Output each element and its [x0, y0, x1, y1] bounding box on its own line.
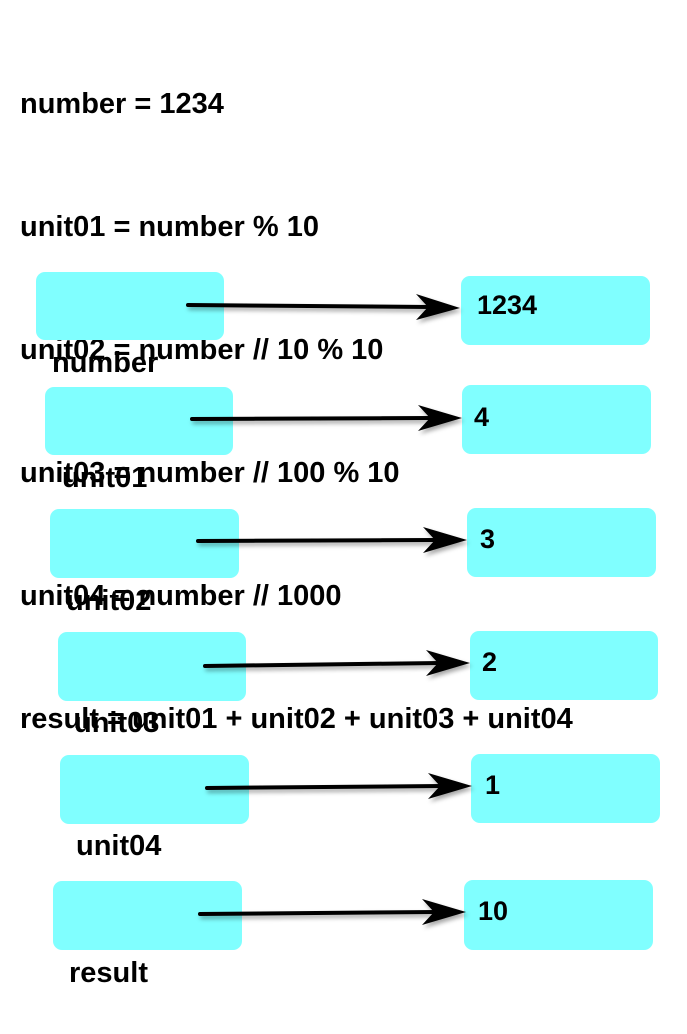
code-line: unit03 = number // 100 % 10 [20, 457, 400, 489]
code-line: number = 1234 [20, 88, 224, 120]
code-block: number = 1234 unit01 = number % 10 unit0… [20, 2, 573, 781]
value-label-unit04: 1 [485, 770, 501, 800]
code-line: unit01 = number % 10 [20, 211, 319, 243]
arrow-unit01 [190, 405, 462, 431]
variable-label-unit01: unit01 [62, 462, 148, 494]
value-box-result [464, 880, 653, 950]
arrow-unit03 [203, 650, 470, 676]
value-box-unit01 [462, 385, 651, 454]
variable-label-unit02: unit02 [66, 585, 152, 617]
variable-label-unit04: unit04 [76, 830, 162, 862]
value-label-unit01: 4 [474, 402, 490, 432]
value-box-unit03 [470, 631, 658, 700]
arrow-unit04 [205, 773, 472, 799]
value-box-number [461, 276, 650, 345]
variable-label-unit03: unit03 [74, 707, 160, 739]
arrow-number [186, 294, 460, 320]
variable-box-unit01 [45, 387, 233, 455]
value-label-unit03: 2 [482, 647, 498, 677]
variable-box-unit02 [50, 509, 239, 578]
value-box-unit04 [471, 754, 660, 823]
variable-label-result: result [69, 957, 148, 989]
arrow-result [198, 899, 466, 925]
value-label-number: 1234 [477, 290, 538, 320]
value-box-unit02 [467, 508, 656, 577]
variable-label-number: number [52, 347, 159, 379]
code-line: result = unit01 + unit02 + unit03 + unit… [20, 703, 573, 735]
code-line: unit04 = number // 1000 [20, 580, 342, 612]
value-label-unit02: 3 [480, 524, 496, 554]
value-label-result: 10 [478, 896, 509, 926]
arrow-unit02 [196, 527, 467, 553]
